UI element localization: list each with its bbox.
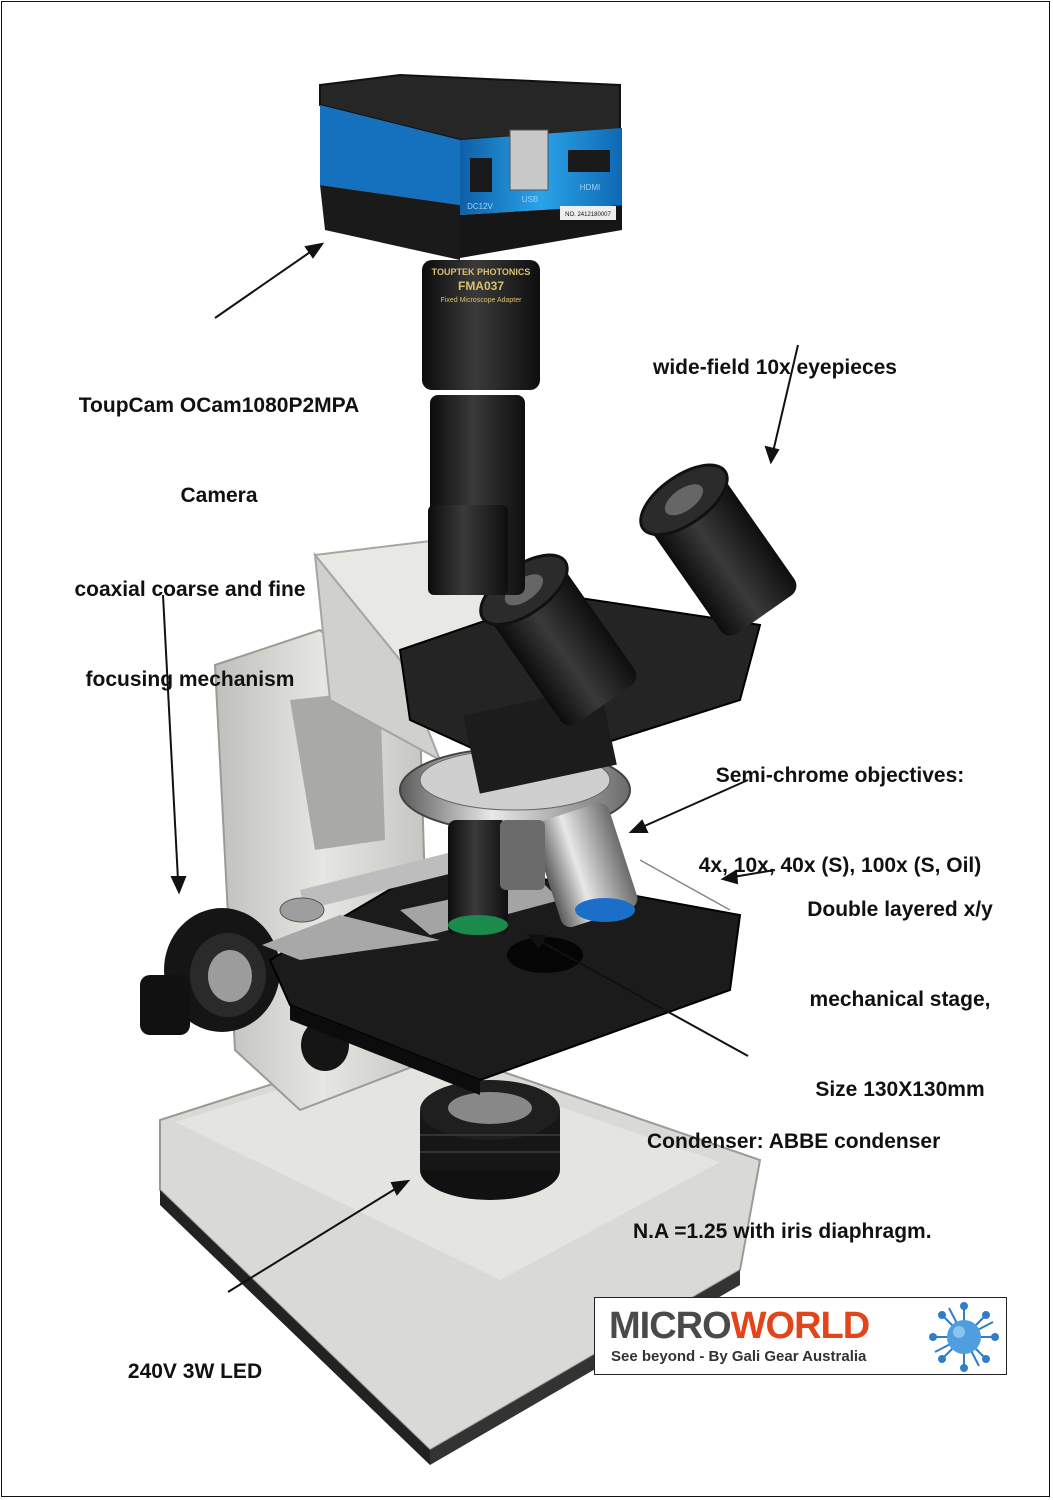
- logo-wordmark: MICROWORLD: [609, 1304, 871, 1348]
- adapter-desc-text: Fixed Microscope Adapter: [441, 297, 523, 304]
- label-focus-line2: focusing mechanism: [85, 668, 295, 691]
- arrow-stage: [720, 869, 776, 885]
- adapter-brand-text: TOUPTEK PHOTONICS: [432, 267, 531, 277]
- label-objectives-line2: 4x, 10x, 40x (S), 100x (S, Oil): [698, 854, 982, 877]
- label-camera-line1: ToupCam OCam1080P2MPA: [78, 394, 360, 417]
- logo-word-world: WORLD: [730, 1305, 871, 1347]
- label-condenser: Condenser: ABBE condenser N.A =1.25 with…: [633, 1067, 1003, 1277]
- label-camera-line2: Camera: [180, 484, 258, 507]
- port-hdmi-label: HDMI: [580, 183, 600, 192]
- camera-serial-sticker: NO. 2412180007: [565, 212, 611, 218]
- arrow-eyepieces: [764, 344, 799, 465]
- label-focus-line1: coaxial coarse and fine: [74, 578, 306, 601]
- label-eyepieces-text: wide-field 10x eyepieces: [653, 356, 897, 379]
- logo-tagline: See beyond - By Gali Gear Australia: [611, 1348, 867, 1365]
- camera-adapter-tube: TOUPTEK PHOTONICS FMA037 Fixed Microscop…: [422, 260, 540, 595]
- microworld-logo: MICROWORLD See beyond - By Gali Gear Aus…: [594, 1297, 1007, 1375]
- label-camera: ToupCam OCam1080P2MPA Camera: [44, 331, 394, 541]
- port-dc-label: DC12V: [467, 202, 493, 211]
- arrow-focus: [162, 594, 187, 895]
- label-objectives-line1: Semi-chrome objectives:: [715, 764, 965, 787]
- led-illuminator: [420, 1080, 560, 1200]
- label-focus: coaxial coarse and fine focusing mechani…: [35, 515, 345, 725]
- label-stage-line3: Size 130X130mm: [815, 1078, 985, 1101]
- virus-icon: [929, 1302, 999, 1372]
- port-usb-label: USB: [522, 195, 538, 204]
- label-stage-line1: Double layered x/y: [807, 898, 993, 921]
- label-condenser-line1: Condenser: ABBE condenser: [647, 1130, 941, 1153]
- arrow-camera: [214, 242, 325, 319]
- label-objectives: Semi-chrome objectives: 4x, 10x, 40x (S)…: [660, 701, 1020, 911]
- arrow-condenser: [526, 933, 749, 1057]
- camera-body: DC12V USB HDMI NO. 2412180007: [319, 73, 622, 260]
- adapter-model-text: FMA037: [458, 279, 504, 293]
- label-stage: Double layered x/y mechanical stage, Siz…: [780, 835, 1020, 1135]
- label-led-text: 240V 3W LED: [127, 1360, 263, 1383]
- label-eyepieces: wide-field 10x eyepieces: [620, 293, 930, 413]
- annotation-arrows: [162, 242, 799, 1293]
- arrow-led: [227, 1179, 411, 1293]
- label-stage-line2: mechanical stage,: [809, 988, 991, 1011]
- label-led: 240V 3W LED: [90, 1297, 300, 1417]
- logo-word-micro: MICRO: [609, 1305, 732, 1347]
- arrow-objectives: [628, 779, 749, 833]
- label-condenser-line2: N.A =1.25 with iris diaphragm.: [633, 1220, 932, 1243]
